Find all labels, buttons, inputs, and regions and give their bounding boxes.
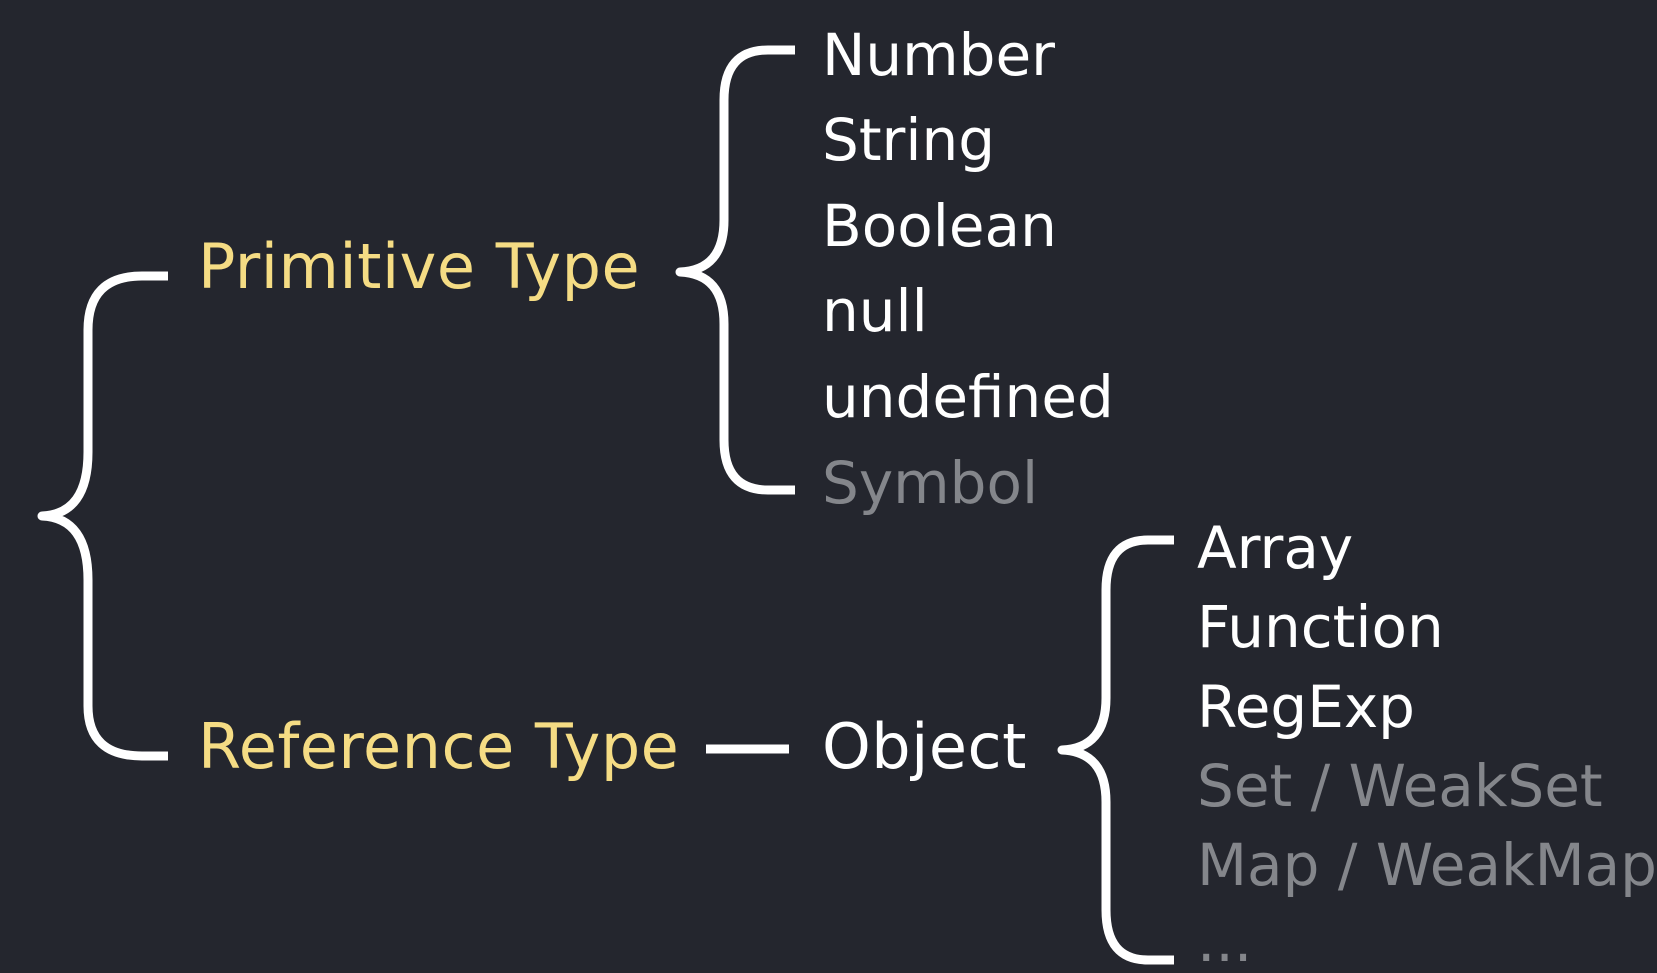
primitive-item-undefined: undefined <box>822 363 1114 431</box>
primitive-item-number: Number <box>822 21 1055 89</box>
object-item-regexp: RegExp <box>1197 673 1415 741</box>
primitive-item-symbol: Symbol <box>822 449 1039 517</box>
primitive-item-null: null <box>822 277 928 345</box>
object-item-set-weakset: Set / WeakSet <box>1197 752 1603 820</box>
object-item-ellipsis: ... <box>1197 907 1253 973</box>
root-brace <box>37 271 168 761</box>
primitive-item-string: String <box>822 106 996 174</box>
primitive-item-boolean: Boolean <box>822 192 1057 260</box>
object-brace <box>1057 535 1174 965</box>
primitive-brace <box>675 45 795 495</box>
object-item-function: Function <box>1197 593 1444 661</box>
reference-type-label: Reference Type <box>198 710 680 783</box>
object-item-array: Array <box>1197 514 1354 582</box>
object-label: Object <box>822 710 1027 783</box>
primitive-type-label: Primitive Type <box>198 230 641 303</box>
object-item-map-weakmap: Map / WeakMap <box>1197 831 1657 899</box>
